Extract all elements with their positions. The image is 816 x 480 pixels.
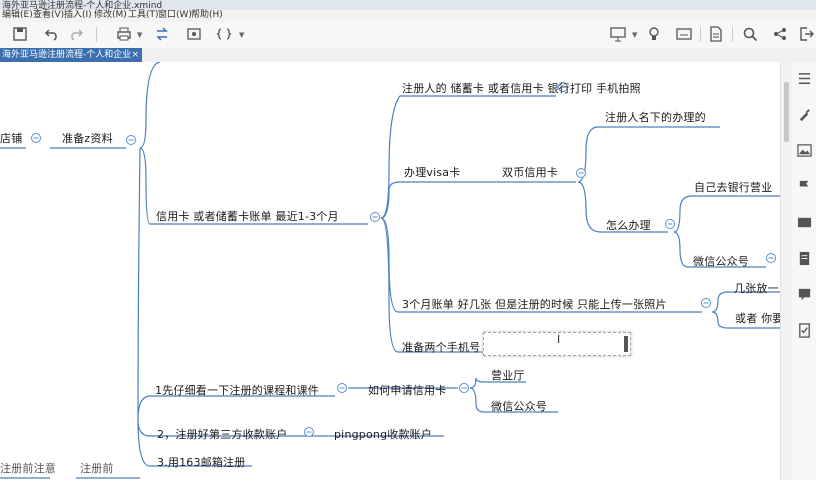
menu-view[interactable]: 查看(V) <box>33 10 65 20</box>
menu-tools[interactable]: 工具(T) <box>128 10 159 20</box>
redo-icon[interactable] <box>68 26 84 42</box>
presentation-icon[interactable] <box>610 26 626 42</box>
menu-modify[interactable]: 修改(M) <box>94 10 127 20</box>
search-icon[interactable] <box>742 26 758 42</box>
outline-icon[interactable] <box>796 70 812 86</box>
node-business-hall[interactable]: 营业厅 <box>491 369 525 382</box>
node-pingpong-account[interactable]: pingpong收款账户 <box>334 428 433 441</box>
node-step2-payment-account[interactable]: 2，注册好第三方收款账户 <box>157 428 288 441</box>
node-visa-card[interactable]: 办理visa卡 <box>404 166 461 179</box>
vertical-scrollbar[interactable] <box>780 62 792 480</box>
node-bank-branch[interactable]: 自己去银行营业 <box>694 181 773 194</box>
flag-icon[interactable] <box>796 178 812 194</box>
export-icon[interactable] <box>186 26 202 42</box>
undo-icon[interactable] <box>44 26 60 42</box>
menu-window[interactable]: 窗口(W) <box>158 10 192 20</box>
tab-document[interactable]: 海外亚马逊注册流程-个人和企业 × <box>0 48 142 62</box>
toolbar-separator <box>700 27 701 42</box>
node-before-register-note[interactable]: 注册前注意 <box>0 462 56 475</box>
share-icon[interactable] <box>154 26 170 42</box>
node-credit-card-statement[interactable]: 信用卡 或者储蓄卡账单 最近1-3个月 <box>156 210 339 223</box>
image-icon[interactable] <box>796 142 812 158</box>
node-step1-course[interactable]: 1先仔细看一下注册的课程和课件 <box>155 384 319 397</box>
menu-bar: 编辑(E) 查看(V) 插入(I) 修改(M) 工具(T) 窗口(W) 帮助(H… <box>0 10 816 22</box>
node-two-phone-numbers[interactable]: 准备两个手机号 z <box>402 341 491 354</box>
node-step3-163-email[interactable]: 3.用163邮箱注册 <box>157 456 246 469</box>
print-icon[interactable] <box>116 26 132 42</box>
mindmap-connectors <box>0 62 780 479</box>
print-dropdown-arrow[interactable]: ▼ <box>137 31 143 39</box>
scrollbar-thumb[interactable] <box>784 82 789 142</box>
node-wechat-account-2[interactable]: 微信公众号 <box>491 400 547 413</box>
comments-icon[interactable] <box>796 286 812 302</box>
window-title: 海外亚马逊注册流程-个人和企业.xmind <box>2 1 163 10</box>
node-several-sheets[interactable]: 几张放一 <box>734 282 779 295</box>
node-how-to-apply[interactable]: 怎么办理 <box>606 219 651 232</box>
menu-insert[interactable]: 插入(I) <box>64 10 92 20</box>
node-3-month-statement[interactable]: 3个月账单 好几张 但是注册的时候 只能上传一张照片 <box>402 298 667 311</box>
document-icon[interactable] <box>708 26 724 42</box>
console-icon[interactable] <box>676 26 692 42</box>
node-prepare-materials[interactable]: 准备z资料 <box>62 132 113 145</box>
code-icon[interactable] <box>216 26 232 42</box>
overview-icon[interactable] <box>796 214 812 230</box>
lightbulb-icon[interactable] <box>646 26 662 42</box>
node-store[interactable]: 店铺 <box>0 132 23 145</box>
format-brush-icon[interactable] <box>796 106 812 122</box>
tab-label: 海外亚马逊注册流程-个人和企业 <box>2 50 132 60</box>
mindmap-canvas[interactable]: 店铺 准备z资料 信用卡 或者储蓄卡账单 最近1-3个月 注册人的 储蓄卡 或者… <box>0 62 780 480</box>
tab-bar: 海外亚马逊注册流程-个人和企业 × <box>0 48 816 62</box>
toolbar-separator <box>96 27 97 42</box>
text-cursor <box>624 336 628 352</box>
logout-icon[interactable] <box>798 26 814 42</box>
node-or-you[interactable]: 或者 你要 <box>735 312 780 325</box>
topic-edit-box[interactable] <box>483 332 631 356</box>
code-dropdown-arrow[interactable]: ▼ <box>239 31 245 39</box>
menu-edit[interactable]: 编辑(E) <box>2 10 33 20</box>
node-under-registrant-name[interactable]: 注册人名下的办理的 <box>605 111 706 124</box>
presentation-dropdown-arrow[interactable]: ▼ <box>632 31 638 39</box>
node-before-register[interactable]: 注册前 <box>80 462 114 475</box>
share-nodes-icon[interactable] <box>772 26 788 42</box>
node-dual-currency-card[interactable]: 双币信用卡 <box>502 166 558 179</box>
node-wechat-account-1[interactable]: 微信公众号 <box>693 255 749 268</box>
save-icon[interactable] <box>12 26 28 42</box>
ibeam-cursor-icon: I <box>557 333 561 346</box>
toolbar-separator <box>732 27 733 42</box>
toolbar: ▼ ▼ ▼ <box>0 22 816 49</box>
node-apply-credit-card[interactable]: 如何申请信用卡 <box>368 384 447 397</box>
menu-help[interactable]: 帮助(H) <box>191 10 223 20</box>
close-icon[interactable]: × <box>131 50 139 60</box>
task-icon[interactable] <box>796 322 812 338</box>
side-panel <box>792 62 816 480</box>
notes-icon[interactable] <box>796 250 812 266</box>
node-register-card[interactable]: 注册人的 储蓄卡 或者信用卡 银行打印 手机拍照 <box>402 82 641 95</box>
title-bar: 海外亚马逊注册流程-个人和企业.xmind <box>0 0 816 10</box>
